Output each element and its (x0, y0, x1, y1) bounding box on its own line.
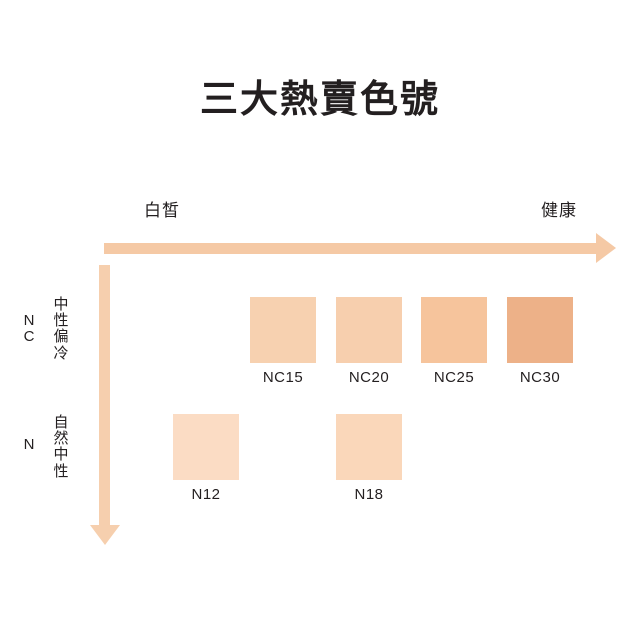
page-title: 三大熱賣色號 (199, 79, 440, 121)
row-label-char: 中 (53, 446, 69, 464)
y-axis-arrow-head-icon (90, 525, 120, 545)
shade-swatch[interactable] (507, 297, 573, 363)
shade-swatch[interactable] (336, 297, 402, 363)
shade-swatch-label: N18 (354, 486, 384, 503)
shade-swatch[interactable] (250, 297, 316, 363)
shade-swatch-label: NC25 (433, 369, 475, 386)
row-desc-n: 自然中性 (52, 414, 70, 480)
row-code-n: N (20, 437, 38, 453)
row-label-char: 性 (53, 312, 69, 330)
row-label-char: 冷 (53, 344, 69, 362)
x-axis-arrow-head-icon (596, 233, 616, 263)
row-label-char: 性 (53, 462, 69, 480)
shade-swatch-label: NC15 (262, 369, 304, 386)
shade-swatch-label: NC20 (348, 369, 390, 386)
row-label-char: 偏 (53, 328, 69, 346)
x-axis-arrow-bar (104, 243, 604, 254)
x-axis-right-label: 健康 (541, 201, 577, 220)
shade-swatch[interactable] (421, 297, 487, 363)
row-label-char: 然 (53, 430, 69, 448)
shade-swatch[interactable] (336, 414, 402, 480)
row-label-char: 自 (53, 414, 69, 431)
x-axis-left-label: 白皙 (144, 201, 180, 220)
row-label-char: N (23, 312, 35, 329)
shade-swatch[interactable] (173, 414, 239, 480)
shade-swatch-label: NC30 (519, 369, 561, 386)
shade-swatch-label: N12 (191, 486, 221, 503)
row-desc-nc: 中性偏冷 (52, 296, 70, 362)
row-label-char: C (23, 327, 35, 345)
y-axis-arrow-bar (99, 265, 110, 529)
row-label-char: 中 (53, 296, 69, 313)
row-label-char: N (23, 436, 35, 453)
